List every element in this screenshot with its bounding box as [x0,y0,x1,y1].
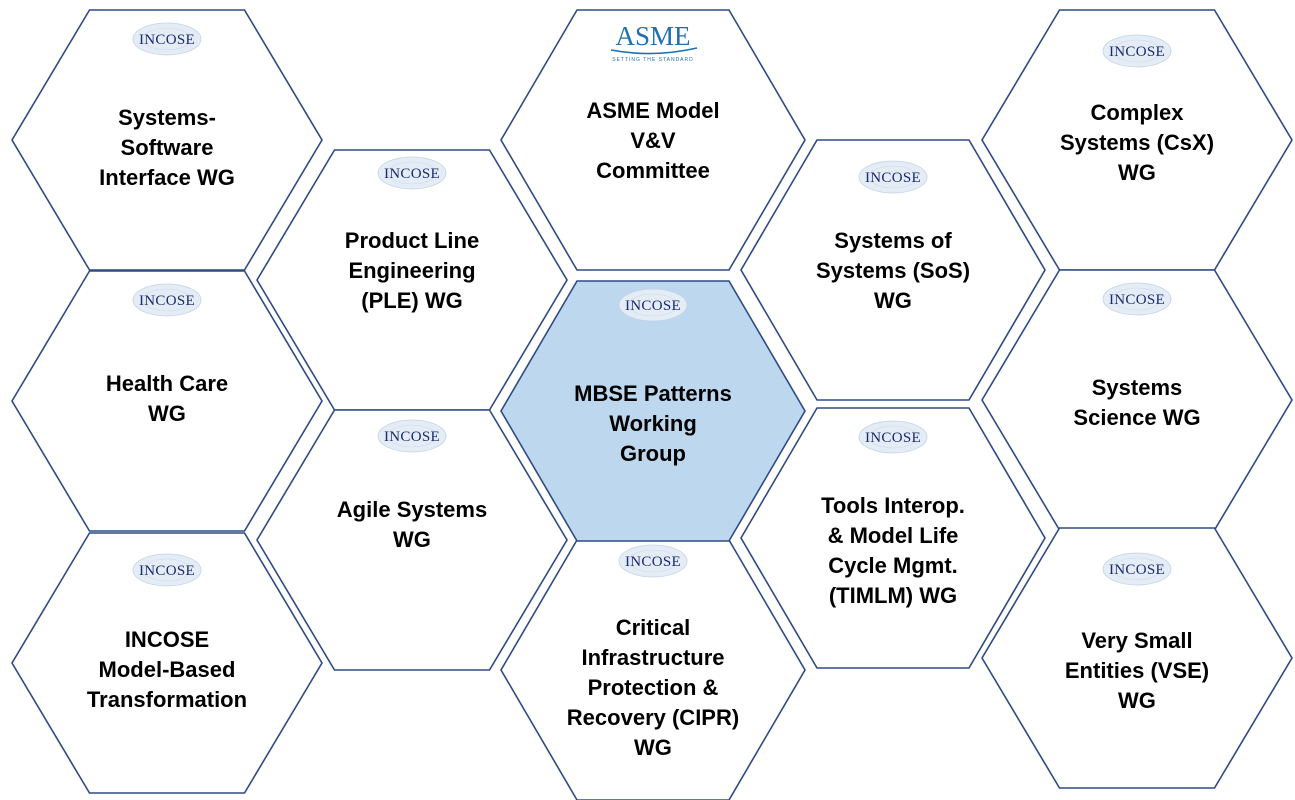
label-line: MBSE Patterns [574,381,732,406]
label-line: Group [620,441,686,466]
group-label-sos: Systems of Systems (SoS) WG [816,228,970,313]
incose-logo: INCOSE [1102,34,1172,68]
hexagon-health-care [11,270,323,532]
logo-text: INCOSE [139,293,195,309]
label-line: Transformation [87,687,247,712]
label-line: Interface WG [99,165,235,190]
label-line: Cycle Mgmt. [828,553,958,578]
label-line: Science WG [1073,405,1200,430]
label-line: Systems (SoS) [816,258,970,283]
label-line: WG [634,735,672,760]
logo-text: INCOSE [625,298,681,314]
label-line: Engineering [348,258,475,283]
incose-logo: INCOSE [132,553,202,587]
logo-text: INCOSE [625,554,681,570]
incose-logo: INCOSE [618,544,688,578]
logo-tagline: SETTING THE STANDARD [612,57,694,63]
label-line: Protection & [588,675,719,700]
hexagon-incose-mbt [11,532,323,794]
label-line: Recovery (CIPR) [567,705,739,730]
hexagon-systems-software [11,9,323,271]
hexagon-cipr [500,539,806,800]
logo-text: INCOSE [384,429,440,445]
label-line: WG [874,288,912,313]
incose-logo: INCOSE [377,419,447,453]
label-line: Software [121,135,214,160]
logo-text: INCOSE [1109,292,1165,308]
label-line: Critical [616,615,691,640]
label-line: Systems [1092,375,1183,400]
hexagon-agile [256,409,568,671]
label-line: V&V [630,128,676,153]
incose-logo: INCOSE [132,283,202,317]
incose-logo: INCOSE [618,288,688,322]
logo-text: INCOSE [865,430,921,446]
hexagon-timlm [740,407,1046,669]
label-line: Model-Based [99,657,236,682]
label-line: Agile Systems [337,497,487,522]
logo-text: INCOSE [865,170,921,186]
label-line: Systems- [118,105,216,130]
incose-logo: INCOSE [1102,282,1172,316]
logo-text: INCOSE [139,32,195,48]
label-line: Infrastructure [581,645,724,670]
logo-layer: INCOSE INCOSE INCOSE INCOSE INCOSE ASME SETTIN… [132,21,1172,587]
label-line: Systems (CsX) [1060,130,1214,155]
label-line: WG [393,527,431,552]
label-line: WG [1118,688,1156,713]
label-line: (TIMLM) WG [829,583,957,608]
asme-logo: ASME SETTING THE STANDARD [610,21,698,63]
label-line: Systems of [834,228,952,253]
label-line: Health Care [106,371,228,396]
hexagon-vse [981,527,1293,789]
label-line: Committee [596,158,710,183]
incose-logo: INCOSE [858,420,928,454]
incose-logo: INCOSE [1102,552,1172,586]
label-line: (PLE) WG [361,288,462,313]
incose-logo: INCOSE [132,22,202,56]
label-line: Entities (VSE) [1065,658,1209,683]
label-line: Complex [1091,100,1185,125]
hexagon-layer [11,9,1293,800]
label-line: WG [1118,160,1156,185]
label-line: Very Small [1081,628,1192,653]
label-line: Tools Interop. [821,493,965,518]
center-hexagon [500,280,806,542]
logo-text: INCOSE [384,166,440,182]
logo-text: ASME [615,21,690,51]
hexagon-sos [740,139,1046,401]
logo-text: INCOSE [1109,44,1165,60]
incose-logo: INCOSE [377,156,447,190]
label-line: ASME Model [586,98,719,123]
label-line: Working [609,411,697,436]
hexagon-asme-vv [500,9,806,271]
incose-logo: INCOSE [858,160,928,194]
logo-text: INCOSE [1109,562,1165,578]
label-line: & Model Life [828,523,959,548]
label-line: INCOSE [125,627,209,652]
logo-text: INCOSE [139,563,195,579]
label-line: WG [148,401,186,426]
label-line: Product Line [345,228,479,253]
